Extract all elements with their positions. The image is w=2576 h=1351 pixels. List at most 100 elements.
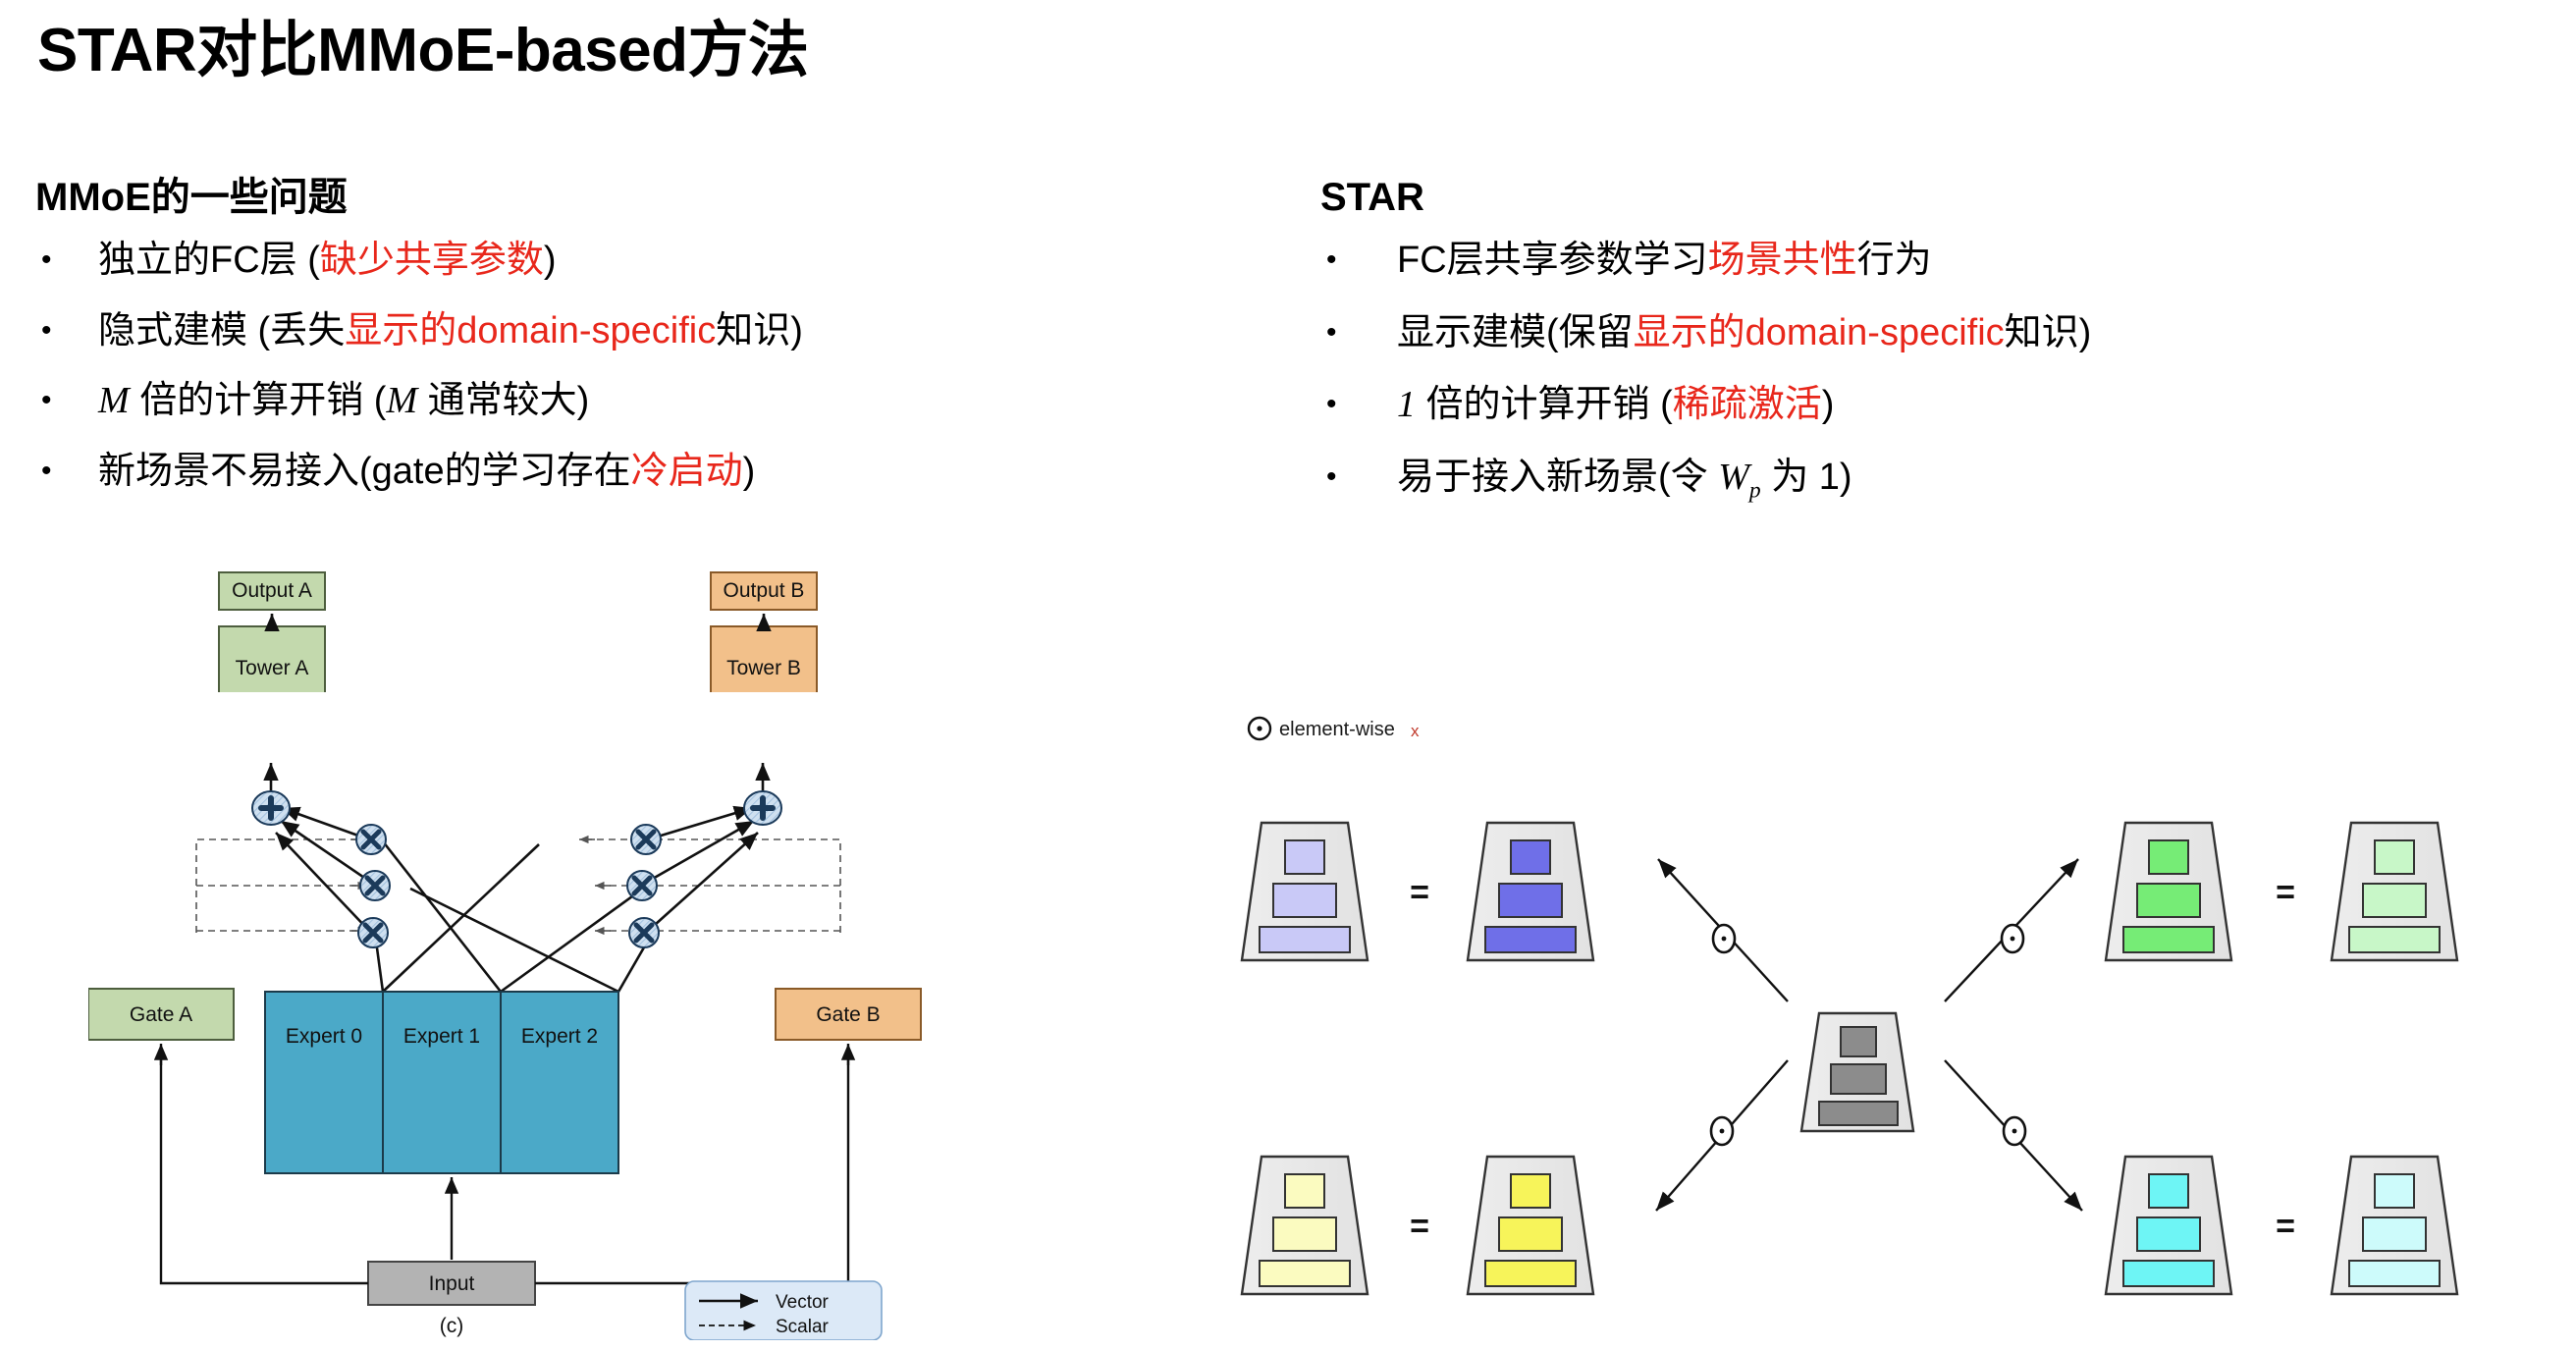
tower-b-block: Tower B [710, 625, 818, 692]
bullet-dot-icon: • [41, 313, 52, 347]
domain-b-result-trapezoid [2104, 821, 2233, 962]
plain-text: 独立的FC层 ( [98, 240, 320, 281]
domain-d-operand-trapezoid [2330, 1155, 2459, 1296]
output-b-block: Output B [710, 571, 818, 611]
legend-scalar-label: Scalar [776, 1317, 830, 1337]
mmoe-legend: Vector Scalar [684, 1280, 883, 1340]
right-column: STAR • FC层共享参数学习场景共性行为 • 显示建模(保留显示的domain-s… [1320, 175, 2548, 531]
bullet-item: • M 倍的计算开销 (M 通常较大) [35, 378, 1302, 425]
highlight-text: 冷启动 [630, 450, 743, 492]
highlight-text: 缺少共享参数 [319, 240, 544, 281]
equals-sign: = [2276, 1208, 2295, 1245]
plain-text: 显示建模(保留 [1397, 311, 1634, 353]
plain-text: FC层共享参数学习 [1397, 240, 1708, 281]
domain-c-operand-trapezoid [1466, 1155, 1595, 1296]
plain-text: 知识) [2004, 311, 2092, 353]
domain-a-result-trapezoid [1240, 821, 1369, 962]
input-label: Input [429, 1272, 475, 1295]
bullet-item: • 新场景不易接入(gate的学习存在冷启动) [35, 449, 1302, 496]
plain-text: 通常较大) [417, 380, 590, 421]
element-wise-label: element-wise [1279, 719, 1395, 740]
elementwise-operators [1709, 923, 2027, 1147]
right-column-heading: STAR [1320, 176, 1424, 219]
output-a-label: Output A [232, 579, 312, 602]
equals-sign: = [2276, 874, 2295, 911]
gate-a-block: Gate A [88, 988, 235, 1041]
highlight-text: 显示的domain-specific [1633, 311, 2005, 353]
math-symbol: Wp [1718, 456, 1761, 504]
bullet-dot-icon: • [1326, 315, 1337, 349]
bullet-dot-icon: • [41, 243, 52, 276]
domain-c-result-trapezoid [1240, 1155, 1369, 1296]
gate-a-label: Gate A [130, 1003, 192, 1026]
bullet-item: • 易于接入新场景(令 Wp 为 1) [1320, 455, 2548, 506]
bullet-text: 1 倍的计算开销 (稀疏激活) [1397, 382, 1834, 429]
bullet-dot-icon: • [1326, 243, 1337, 276]
bullet-dot-icon: • [1326, 459, 1337, 493]
left-bullet-list: • 独立的FC层 (缺少共享参数) • 隐式建模 (丢失显示的domain-speci… [35, 238, 1302, 495]
math-symbol: 1 [1397, 384, 1416, 425]
highlight-text: 显示的domain-specific [345, 309, 717, 351]
star-architecture-figure: element-wise x [1232, 707, 2557, 1345]
equals-sign: = [1410, 1208, 1429, 1245]
plain-text: 新场景不易接入(gate的学习存在 [98, 450, 631, 492]
bullet-item: • 显示建模(保留显示的domain-specific知识) [1320, 310, 2548, 357]
plain-text: ) [1821, 384, 1835, 425]
sum-nodes [251, 790, 782, 826]
expert-0-label: Expert 0 [286, 1025, 362, 1048]
bullet-text: M 倍的计算开销 (M 通常较大) [98, 378, 589, 425]
bullet-dot-icon: • [1326, 388, 1337, 420]
multiply-nodes [355, 824, 662, 948]
domain-d-result-trapezoid [2104, 1155, 2233, 1296]
left-column: MMoE的一些问题 • 独立的FC层 (缺少共享参数) • 隐式建模 (丢失显示的do… [35, 175, 1302, 518]
domain-a-operand-trapezoid [1466, 821, 1595, 962]
bullet-item: • FC层共享参数学习场景共性行为 [1320, 238, 2548, 285]
plain-text: 易于接入新场景(令 [1397, 456, 1719, 498]
gate-b-block: Gate B [775, 988, 922, 1041]
expert-1-label: Expert 1 [403, 1025, 480, 1048]
page-title: STAR对比MMoE-based方法 [37, 17, 809, 84]
legend-vector-label: Vector [776, 1292, 830, 1313]
tower-a-block: Tower A [218, 625, 326, 692]
expert-bank: Expert 0 Expert 1 Expert 2 [264, 991, 619, 1174]
shared-center-trapezoid [1799, 1011, 1915, 1133]
element-wise-x-label: x [1411, 722, 1420, 740]
domain-b-operand-trapezoid [2330, 821, 2459, 962]
tower-b-label: Tower B [726, 657, 801, 679]
plain-text: 行为 [1856, 240, 1932, 281]
expert-2-label: Expert 2 [521, 1025, 598, 1048]
highlight-text: 稀疏激活 [1672, 384, 1822, 425]
bullet-text: 新场景不易接入(gate的学习存在冷启动) [98, 449, 755, 496]
bullet-text: 独立的FC层 (缺少共享参数) [98, 238, 557, 285]
plain-text: ) [742, 450, 756, 492]
figure-caption: (c) [440, 1315, 464, 1337]
output-a-block: Output A [218, 571, 326, 611]
bullet-text: FC层共享参数学习场景共性行为 [1397, 238, 1932, 285]
bullet-item: • 1 倍的计算开销 (稀疏激活) [1320, 382, 2548, 429]
bullet-item: • 独立的FC层 (缺少共享参数) [35, 238, 1302, 285]
mmoe-architecture-figure: Expert 0 Expert 1 Expert 2 Gate A Gate B… [88, 571, 962, 1340]
plain-text: 为 1) [1760, 456, 1852, 498]
bullet-item: • 隐式建模 (丢失显示的domain-specific知识) [35, 308, 1302, 355]
plain-text: ) [543, 240, 557, 281]
bullet-dot-icon: • [41, 384, 52, 416]
output-b-label: Output B [724, 579, 805, 602]
plain-text: 倍的计算开销 ( [1416, 384, 1673, 425]
right-bullet-list: • FC层共享参数学习场景共性行为 • 显示建模(保留显示的domain-specif… [1320, 238, 2548, 506]
highlight-text: 场景共性 [1707, 240, 1857, 281]
equals-sign: = [1410, 874, 1429, 911]
input-block: Input [367, 1261, 536, 1306]
bullet-text: 易于接入新场景(令 Wp 为 1) [1397, 455, 1852, 506]
bullet-text: 显示建模(保留显示的domain-specific知识) [1397, 310, 2091, 357]
plain-text: 隐式建模 (丢失 [98, 309, 346, 351]
element-wise-legend: element-wise x [1247, 716, 1420, 741]
tower-a-label: Tower A [236, 657, 309, 679]
left-column-heading: MMoE的一些问题 [35, 176, 348, 219]
bullet-dot-icon: • [41, 454, 52, 487]
bullet-text: 隐式建模 (丢失显示的domain-specific知识) [98, 308, 803, 355]
plain-text: 知识) [716, 309, 803, 351]
plain-text: 倍的计算开销 ( [129, 380, 387, 421]
math-symbol: M [98, 380, 130, 421]
gate-b-label: Gate B [816, 1003, 880, 1026]
